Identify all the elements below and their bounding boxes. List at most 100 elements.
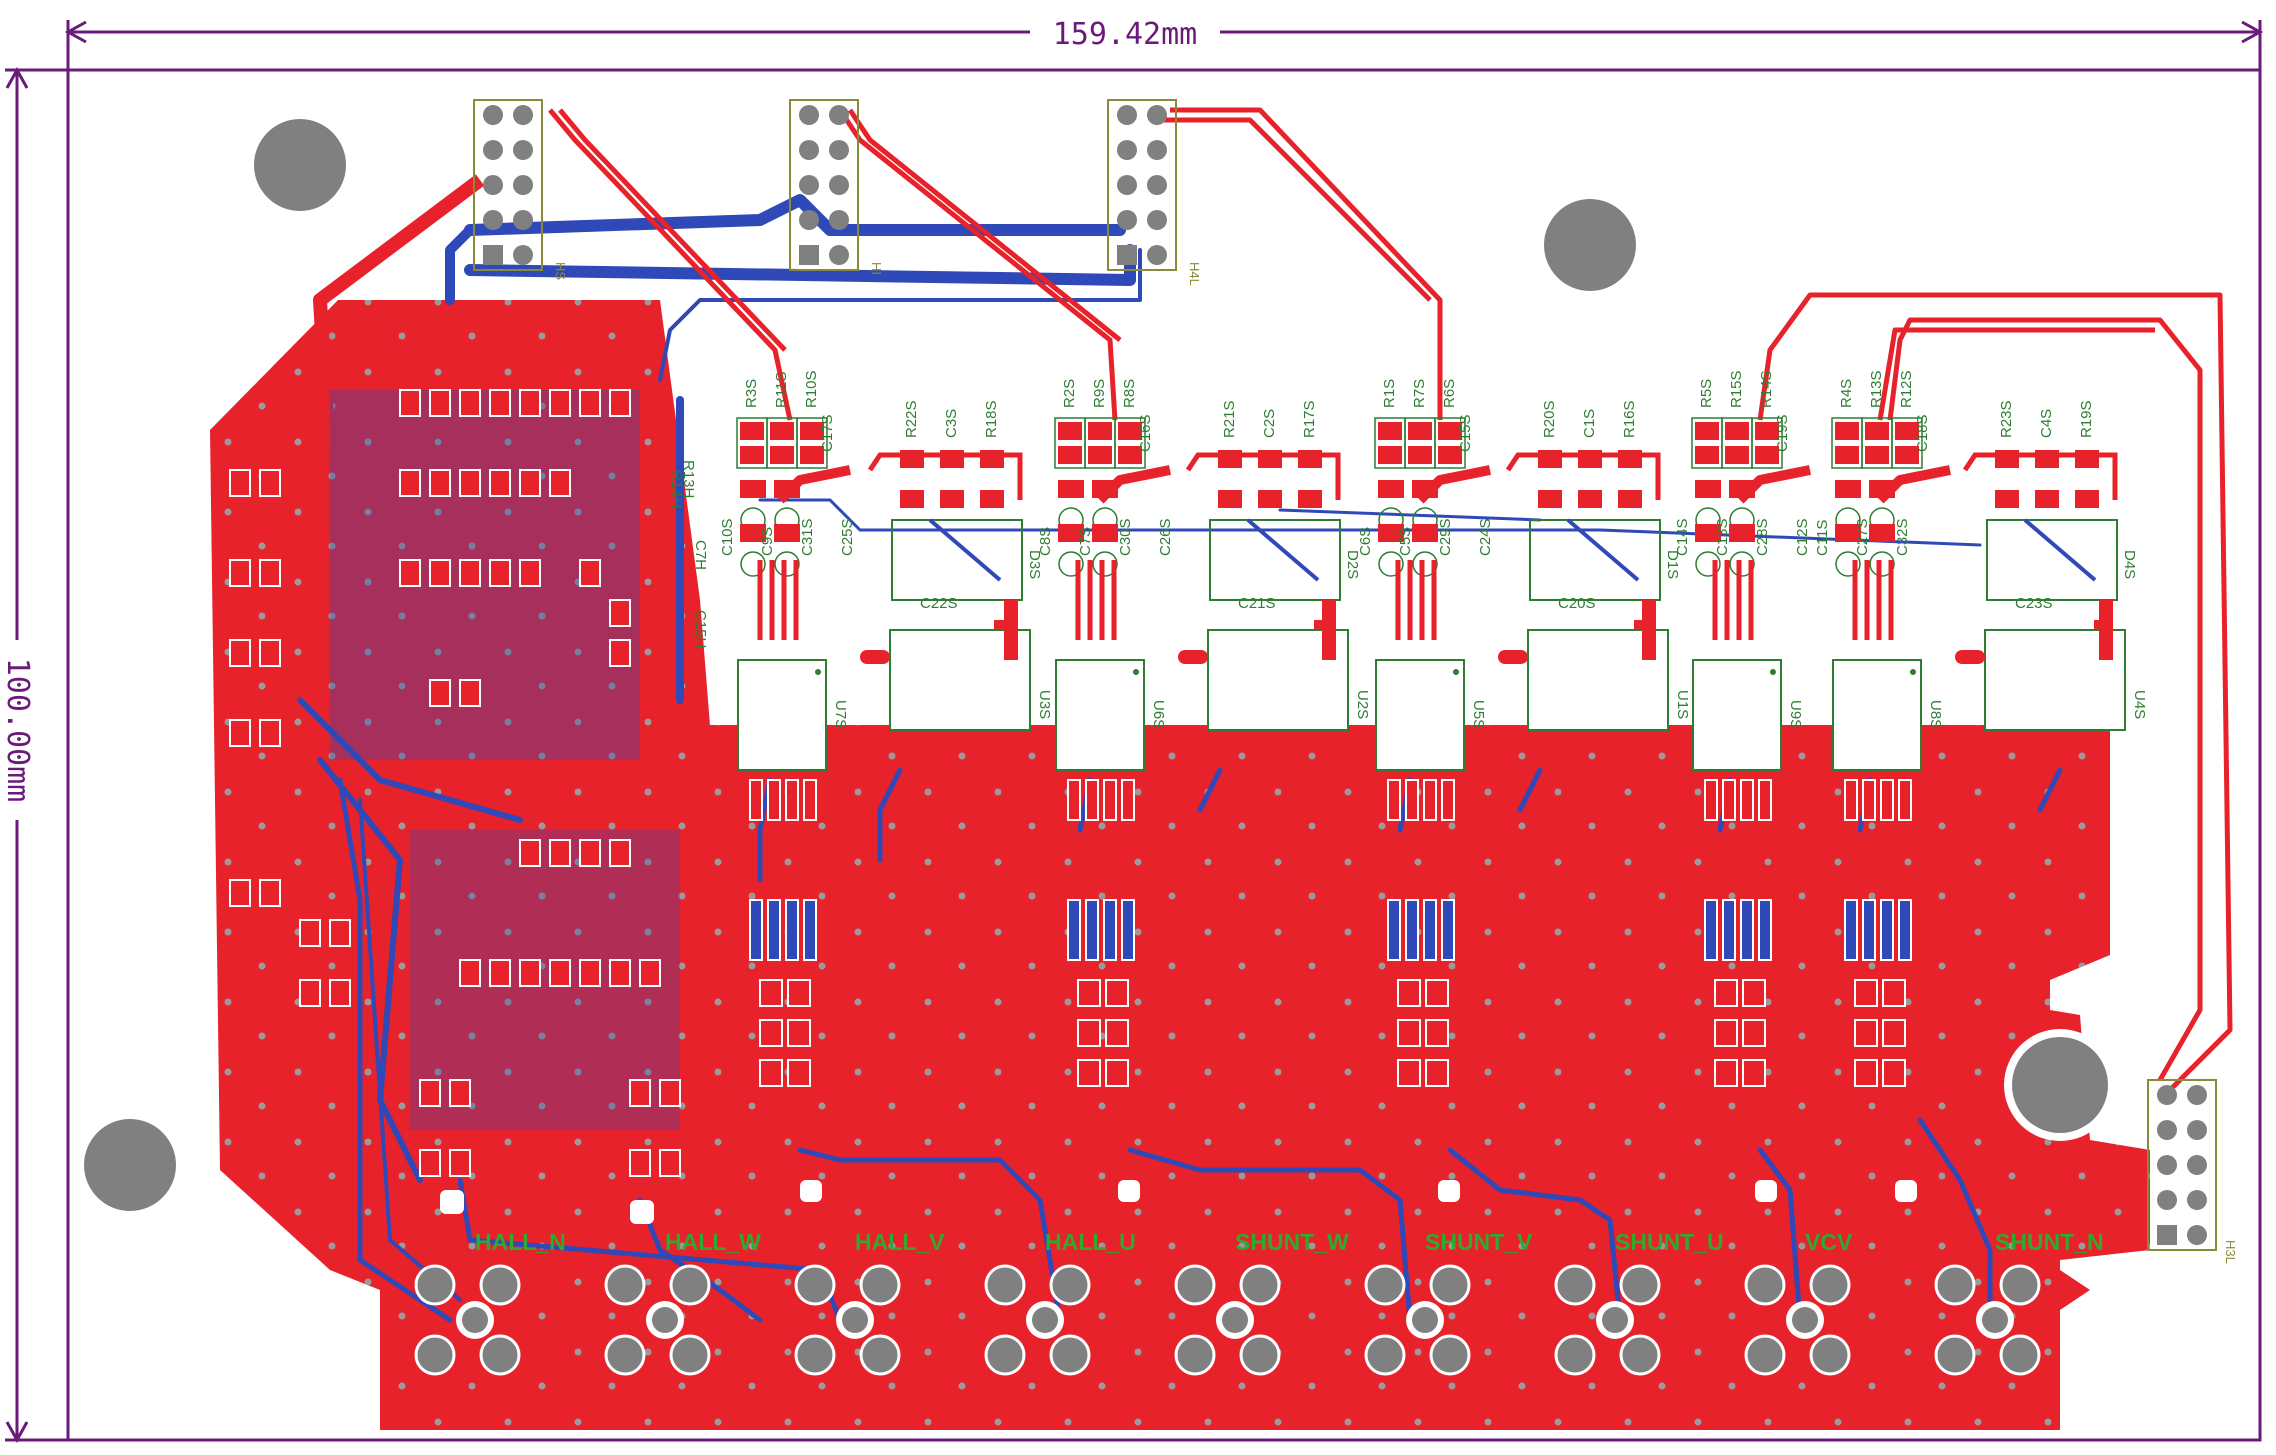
- capacitor-pad: [740, 524, 766, 542]
- ref-label-opamp-block: C3S: [943, 409, 960, 438]
- capacitor-pad: [1835, 524, 1861, 542]
- ref-label-small-cap: C32S: [1894, 518, 1911, 556]
- ref-label-opamp: C23S: [2015, 595, 2053, 612]
- resistor-pad: [740, 422, 764, 440]
- bottom-layer-traces: [297, 194, 2063, 1323]
- ref-label-cap-top: C17S: [819, 414, 836, 452]
- ref-label-opamp-block: C1S: [1581, 409, 1598, 438]
- signal-traces: [1075, 560, 1117, 640]
- bottom-connectors: HALL_N HALL_W HALL_V HALL_U SHUNT_W SHUNT_V SH…: [414, 1229, 2104, 1376]
- resistor-pad: [1408, 446, 1432, 464]
- capacitor-pad: [1695, 480, 1721, 498]
- signal-traces: [1712, 560, 1754, 640]
- ref-label-resistor: R2S: [1061, 379, 1078, 408]
- ref-label-diode: D3S: [1026, 550, 1043, 579]
- resistor-pad: [1695, 446, 1719, 464]
- capacitor-pad: [1729, 480, 1755, 498]
- ref-label-resistor: R1S: [1381, 379, 1398, 408]
- capacitor-pad: [1092, 480, 1118, 498]
- ref-label-opamp: C21S: [1238, 595, 1276, 612]
- resistor-pad: [1725, 446, 1749, 464]
- ic-outline: [1832, 659, 1922, 771]
- ref-label-ic: U7S: [832, 700, 849, 729]
- resistor-pad: [1895, 422, 1919, 440]
- ref-label-ic-right: U2S: [1354, 690, 1371, 719]
- connector-hall-w: HALL_W: [604, 1229, 761, 1376]
- header-label-2: HI: [869, 262, 884, 275]
- ref-label-small-cap: C11S: [1814, 520, 1831, 556]
- resistor-pad: [1835, 422, 1859, 440]
- ref-label-small-cap: C29S: [1437, 518, 1454, 556]
- resistor-pad: [1725, 422, 1749, 440]
- capacitor-pad: [1835, 480, 1861, 498]
- resistor-pad: [1088, 422, 1112, 440]
- ref-label-resistor: R15S: [1728, 370, 1745, 408]
- resistor-pad: [1408, 422, 1432, 440]
- ic-outline: [1375, 659, 1465, 771]
- capacitor-pad: [774, 524, 800, 542]
- ref-label-small-cap: C6S: [1357, 527, 1374, 556]
- net-label: HALL_N: [475, 1229, 566, 1255]
- capacitor-pad: [774, 480, 800, 498]
- ref-label-small-cap: C10S: [719, 518, 736, 556]
- connector-hall-v: HALL_V: [794, 1229, 945, 1376]
- ref-label-r13h: R13H: [680, 460, 697, 498]
- resistor-pad: [1895, 446, 1919, 464]
- signal-traces: [1852, 560, 1894, 640]
- ref-label-c15h: C15H: [692, 610, 709, 648]
- capacitor-pad: [1412, 524, 1438, 542]
- header-label-1: HS: [553, 262, 568, 280]
- ref-label-opamp-block: R22S: [903, 400, 920, 438]
- ref-label-ic-right: U1S: [1674, 690, 1691, 719]
- ref-label-small-cap: C28S: [1754, 518, 1771, 556]
- resistor-pad: [1088, 446, 1112, 464]
- capacitor-pad: [1378, 524, 1404, 542]
- ref-label-resistor: R13S: [1868, 370, 1885, 408]
- copper-pour-top: [210, 300, 2150, 1430]
- ref-label-ic-right: U4S: [2131, 690, 2148, 719]
- ref-label-small-cap: C5S: [1397, 527, 1414, 556]
- capacitor-pad: [1869, 480, 1895, 498]
- resistor-pad: [1378, 422, 1402, 440]
- resistor-pad: [1438, 446, 1462, 464]
- height-dimension: 100.00mm: [0, 66, 68, 1444]
- header-label-4: H3L: [2223, 1240, 2238, 1264]
- capacitor-pad: [1058, 480, 1084, 498]
- ic-outline: [1055, 659, 1145, 771]
- ref-label-small-cap: C27S: [1854, 518, 1871, 556]
- resistor-pad: [1058, 422, 1082, 440]
- net-label: SHUNT_V: [1425, 1229, 1533, 1255]
- resistor-pad: [800, 446, 824, 464]
- ref-label-small-cap: C24S: [1477, 518, 1494, 556]
- net-label: HALL_V: [855, 1229, 945, 1255]
- ref-label-resistor: R7S: [1411, 379, 1428, 408]
- ref-label-opamp-block: C4S: [2038, 409, 2055, 438]
- ref-label-resistor: R6S: [1441, 379, 1458, 408]
- ref-label-small-cap: C13S: [1714, 518, 1731, 556]
- ref-label-opamp: C22S: [920, 595, 958, 612]
- ref-label-diode: D1S: [1664, 550, 1681, 579]
- connector-shunt-u: SHUNT_U: [1554, 1229, 1724, 1376]
- connector-shunt-v: SHUNT_V: [1364, 1229, 1533, 1376]
- ref-label-small-cap: C26S: [1157, 518, 1174, 556]
- connector-hall-u: HALL_U: [984, 1229, 1136, 1376]
- capacitor-pad: [1378, 480, 1404, 498]
- ref-label-ic-right: U3S: [1036, 690, 1053, 719]
- ref-label-r14h: R14H: [668, 470, 685, 508]
- ref-label-resistor: R14S: [1758, 370, 1775, 408]
- resistor-pad: [1058, 446, 1082, 464]
- net-label: SHUNT_W: [1235, 1229, 1349, 1255]
- ref-label-ic: U9S: [1787, 700, 1804, 729]
- ref-label-opamp-block: C2S: [1261, 409, 1278, 438]
- board-outline: [66, 68, 2262, 1442]
- header-connector-3: H4L: [1107, 99, 1202, 286]
- resistor-pad: [1118, 422, 1142, 440]
- resistor-pad: [1695, 422, 1719, 440]
- ref-label-cap-top: C16S: [1137, 414, 1154, 452]
- ref-label-opamp-block: R19S: [2078, 400, 2095, 438]
- resistor-pad: [1865, 422, 1889, 440]
